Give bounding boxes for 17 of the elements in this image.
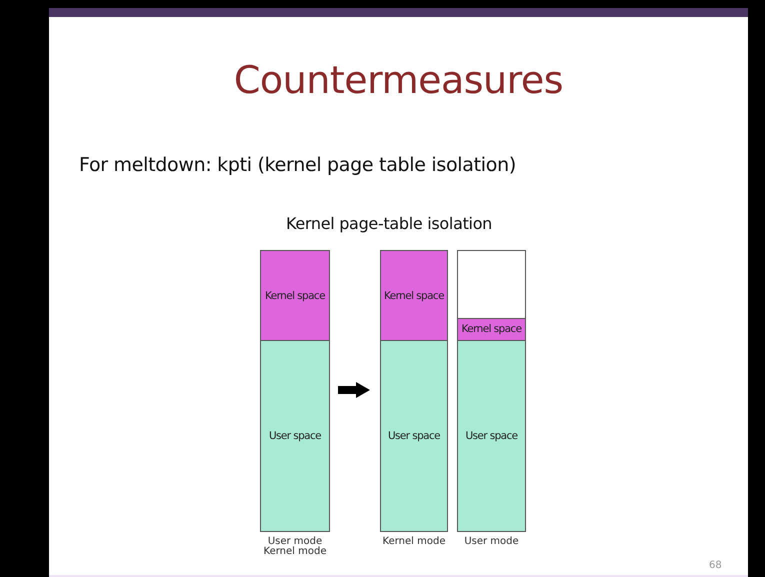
user-space-block: User space xyxy=(458,340,525,531)
memory-column xyxy=(260,250,330,532)
kernel-space-block: Kernel space xyxy=(458,318,525,340)
user-space-block: User space xyxy=(381,340,447,531)
memory-column xyxy=(457,250,526,532)
user-space-block: User space xyxy=(261,340,329,531)
memory-column xyxy=(380,250,448,532)
arrow xyxy=(338,382,370,398)
page-number: 68 xyxy=(709,560,722,571)
kernel-space-block: Kernel space xyxy=(381,251,447,341)
mode-caption: User mode xyxy=(463,537,520,547)
mode-caption: User mode Kernel mode xyxy=(262,537,328,557)
subtitle: For meltdown: kpti (kernel page table isolation) xyxy=(79,154,516,176)
diagram-heading: Kernel page-table isolation xyxy=(284,214,494,233)
mode-caption: Kernel mode xyxy=(382,537,446,547)
kernel-space-block: Kernel space xyxy=(261,251,329,341)
slide-title: Countermeasures xyxy=(232,58,564,102)
